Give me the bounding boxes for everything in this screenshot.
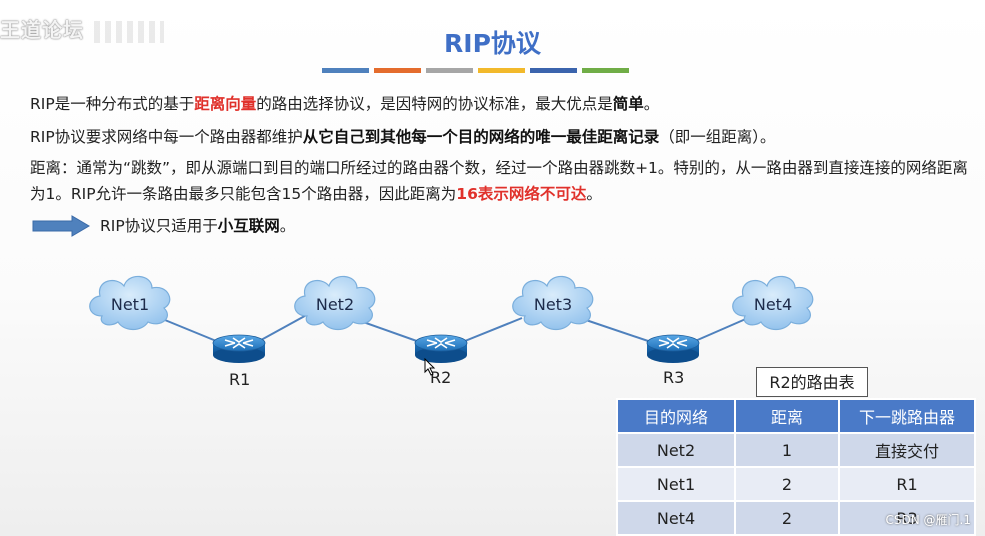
mouse-cursor-icon bbox=[424, 358, 436, 376]
color-bar-2 bbox=[374, 68, 421, 73]
p1-text-a: RIP是一种分布式的基于 bbox=[30, 95, 195, 113]
p3-text-c: 。 bbox=[586, 185, 602, 203]
right-arrow-icon bbox=[32, 215, 90, 237]
p2-bold: 从它自己到其他每一个目的网络的唯一最佳距离记录 bbox=[302, 128, 660, 146]
p1-bold: 简单 bbox=[612, 95, 644, 113]
table-cell: R3 bbox=[838, 500, 976, 536]
table-cell: Net2 bbox=[616, 432, 736, 468]
p2-text-a: RIP协议要求网络中每一个路由器都维护 bbox=[30, 128, 303, 146]
paragraph-definition: RIP是一种分布式的基于距离向量的路由选择协议，是因特网的协议标准，最大优点是简… bbox=[30, 91, 970, 117]
routing-table: 目的网络 距离 下一跳路由器 Net2 1 直接交付 Net1 2 R1 Net… bbox=[616, 398, 976, 536]
table-row: Net2 1 直接交付 bbox=[616, 432, 976, 468]
table-row: Net4 2 R3 bbox=[616, 500, 976, 536]
paragraph-distance: 距离：通常为“跳数”，即从源端口到目的端口所经过的路由器个数，经过一个路由器跳数… bbox=[30, 155, 970, 207]
router-icon-r3 bbox=[646, 334, 700, 364]
routing-table-caption: R2的路由表 bbox=[756, 367, 868, 397]
color-bar-1 bbox=[322, 68, 369, 73]
p1-text-e: 。 bbox=[643, 95, 660, 113]
table-cell: 2 bbox=[734, 500, 840, 536]
p1-highlight: 距离向量 bbox=[194, 95, 257, 113]
cloud-label-net2: Net2 bbox=[315, 295, 355, 314]
color-bar-4 bbox=[478, 68, 525, 73]
table-cell: 1 bbox=[734, 432, 840, 468]
watermark-logo: 王道论坛 bbox=[0, 14, 164, 43]
router-icon-r1 bbox=[212, 334, 266, 364]
router-label-r3: R3 bbox=[663, 368, 685, 387]
table-cell: Net4 bbox=[616, 500, 736, 536]
table-row: Net1 2 R1 bbox=[616, 466, 976, 502]
paragraph-requirement: RIP协议要求网络中每一个路由器都维护从它自己到其他每一个目的网络的唯一最佳距离… bbox=[30, 124, 970, 150]
router-label-r2: R2 bbox=[430, 368, 452, 387]
router-icon-r2 bbox=[414, 334, 468, 364]
cloud-label-net3: Net3 bbox=[533, 295, 573, 314]
p3-highlight: 16表示网络不可达 bbox=[456, 185, 587, 203]
table-cell: R1 bbox=[838, 466, 976, 502]
table-cell: 直接交付 bbox=[838, 432, 976, 468]
color-bar-6 bbox=[582, 68, 629, 73]
p3-text-a: 距离：通常为“跳数”，即从源端口到目的端口所经过的路由器个数，经过一个路由器跳数… bbox=[30, 159, 968, 203]
p1-text-c: 的路由选择协议，是因特网的协议标准，最大优点是 bbox=[256, 95, 613, 113]
p4-text-c: 。 bbox=[279, 217, 296, 235]
p2-text-c: （即一组距离）。 bbox=[659, 128, 776, 146]
p4-bold: 小互联网 bbox=[217, 217, 280, 235]
column-header-distance: 距离 bbox=[734, 398, 840, 434]
slide-title: RIP协议 bbox=[444, 29, 541, 58]
credit-watermark: CSDN @雁门.1 bbox=[885, 513, 971, 527]
color-bar-5 bbox=[530, 68, 577, 73]
color-bar-3 bbox=[426, 68, 473, 73]
router-label-r1: R1 bbox=[229, 370, 251, 389]
cloud-label-net1: Net1 bbox=[110, 295, 150, 314]
paragraph-scope: RIP协议只适用于小互联网。 bbox=[100, 214, 295, 236]
table-header-row: 目的网络 距离 下一跳路由器 bbox=[616, 398, 976, 434]
table-cell: 2 bbox=[734, 466, 840, 502]
table-cell: Net1 bbox=[616, 466, 736, 502]
p4-text-a: RIP协议只适用于 bbox=[100, 217, 218, 235]
column-header-destination: 目的网络 bbox=[616, 398, 736, 434]
column-header-next-hop: 下一跳路由器 bbox=[838, 398, 976, 434]
cloud-label-net4: Net4 bbox=[753, 295, 793, 314]
